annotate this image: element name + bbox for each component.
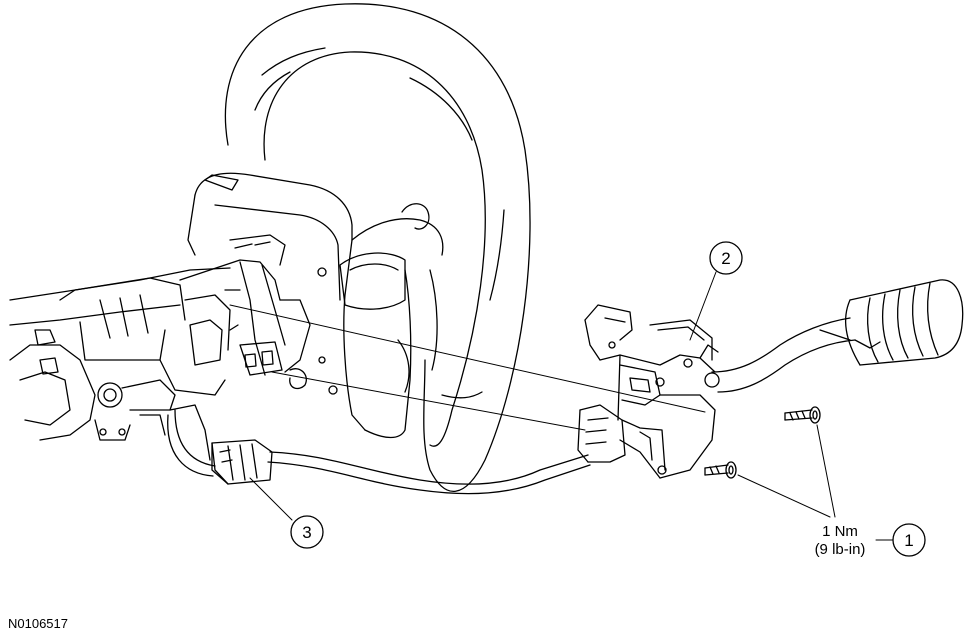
wiring-harness bbox=[167, 409, 591, 495]
steering-wheel bbox=[187, 3, 531, 492]
screw-lower bbox=[704, 461, 737, 479]
multifunction-switch bbox=[577, 304, 720, 479]
callout-3-circle bbox=[290, 515, 324, 549]
figure-id: N0106517 bbox=[8, 616, 68, 631]
leader-lines bbox=[249, 271, 894, 541]
multifunction-lever bbox=[711, 279, 964, 393]
callout-1-number: 1 bbox=[904, 531, 913, 550]
steering-column bbox=[9, 234, 311, 461]
callout-3-number: 3 bbox=[302, 523, 311, 542]
alignment-lines bbox=[229, 304, 706, 431]
callout-2-number: 2 bbox=[721, 249, 730, 268]
callout-1-circle bbox=[892, 523, 926, 557]
callout-2-circle bbox=[709, 241, 743, 275]
torque-imperial: (9 lb-in) bbox=[815, 541, 866, 558]
torque-metric: 1 Nm bbox=[822, 523, 858, 540]
electrical-connector bbox=[211, 439, 273, 485]
screw-upper bbox=[784, 406, 821, 424]
